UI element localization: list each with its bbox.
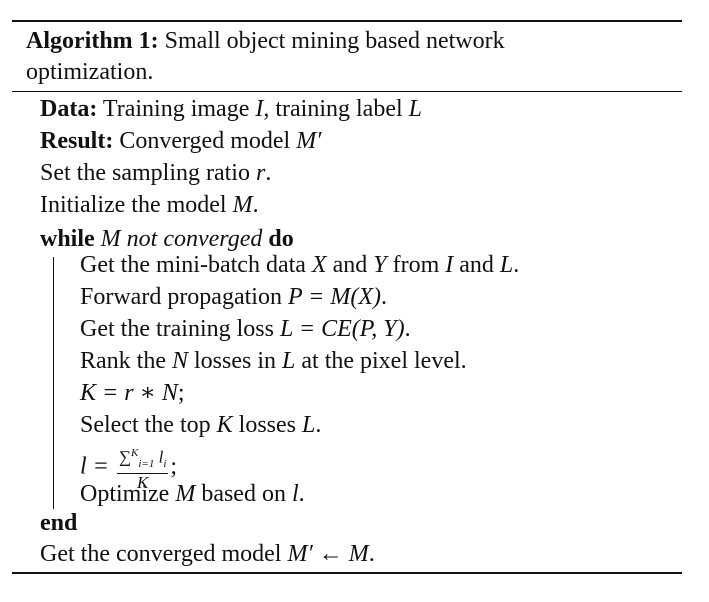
algorithm-caption-line-1: Algorithm 1: Small object mining based n… xyxy=(26,27,666,55)
semicolon: ; xyxy=(170,453,178,480)
while-keyword: while xyxy=(40,226,95,252)
forward-text: Forward propagation xyxy=(80,284,282,310)
forward-line: Forward propagation P = M(X). xyxy=(80,283,387,311)
algorithm-title-cont: optimization. xyxy=(26,59,154,85)
data-line: Data: Training image I, training label L xyxy=(40,95,422,123)
sum-symbol: ∑ xyxy=(118,447,131,467)
math-Y: Y xyxy=(373,252,387,278)
math-M: M xyxy=(232,192,253,218)
fraction: ∑Ki=1 li K xyxy=(116,444,169,493)
period: . xyxy=(368,541,375,567)
math-final-assign: M′ ← M xyxy=(287,541,369,567)
k-assign-line: K = r ∗ N; xyxy=(80,379,185,407)
result-line: Result: Converged model M′ xyxy=(40,127,321,155)
period: . xyxy=(298,481,305,507)
loop-body-bar xyxy=(53,257,54,509)
optimize-text-2: based on xyxy=(201,481,286,507)
data-keyword: Data: xyxy=(40,96,98,122)
loss-line: Get the training loss L = CE(P, Y). xyxy=(80,315,411,343)
end-keyword: end xyxy=(40,510,78,536)
caption-divider xyxy=(12,91,682,92)
math-L: L xyxy=(282,348,296,374)
period: . xyxy=(513,252,520,278)
while-condition: M not converged xyxy=(100,226,263,252)
init-model-text: Initialize the model xyxy=(40,192,227,218)
while-line: while M not converged do xyxy=(40,225,294,253)
final-line: Get the converged model M′ ← M. xyxy=(40,540,375,568)
period: . xyxy=(315,412,322,438)
math-K: K xyxy=(216,412,233,438)
math-M-prime: M′ xyxy=(296,128,322,154)
sum-lower: i=1 xyxy=(138,458,155,471)
rank-text-2: losses in xyxy=(194,348,277,374)
and-text: and xyxy=(459,252,494,278)
do-keyword: do xyxy=(268,226,294,252)
semicolon: ; xyxy=(177,380,185,406)
math-loss-eq: L = CE(P, Y) xyxy=(279,316,405,342)
math-l: l xyxy=(158,447,164,467)
rank-line: Rank the N losses in L at the pixel leve… xyxy=(80,347,467,375)
math-L: L xyxy=(499,252,514,278)
math-M: M xyxy=(175,481,196,507)
mean-loss-line: l = ∑Ki=1 li K ; xyxy=(80,444,177,492)
init-model-line: Initialize the model M. xyxy=(40,191,259,219)
optimize-line: Optimize M based on l. xyxy=(80,480,305,508)
result-text: Converged model xyxy=(119,128,291,154)
bottom-rule xyxy=(12,572,682,574)
math-I: I xyxy=(445,252,454,278)
math-K-eq: K = r ∗ N xyxy=(80,380,178,406)
loss-text: Get the training loss xyxy=(80,316,274,342)
period: . xyxy=(404,316,411,342)
top-rule xyxy=(12,20,682,22)
algorithm-caption-line-2: optimization. xyxy=(26,58,666,86)
rank-text: Rank the xyxy=(80,348,166,374)
result-keyword: Result: xyxy=(40,128,114,154)
algorithm-label: Algorithm 1: xyxy=(26,28,159,54)
data-text: Training image xyxy=(102,96,250,122)
algorithm-title: Small object mining based network xyxy=(164,28,505,54)
math-l: l xyxy=(291,481,299,507)
math-L: L xyxy=(408,96,422,122)
math-N: N xyxy=(171,348,188,374)
period: . xyxy=(252,192,259,218)
and-text: and xyxy=(332,252,368,278)
select-text-2: losses xyxy=(238,412,296,438)
math-l-eq: l = xyxy=(80,453,109,480)
rank-text-3: at the pixel level. xyxy=(301,348,467,374)
end-line: end xyxy=(40,509,77,537)
set-ratio-text: Set the sampling ratio xyxy=(40,160,250,186)
math-X: X xyxy=(311,252,327,278)
set-ratio-line: Set the sampling ratio r. xyxy=(40,159,271,187)
data-text-2: , training label xyxy=(263,96,403,122)
period: . xyxy=(265,160,272,186)
math-forward-eq: P = M(X) xyxy=(287,284,382,310)
fraction-denominator: K xyxy=(136,473,149,493)
select-line: Select the top K losses L. xyxy=(80,411,321,439)
final-text: Get the converged model xyxy=(40,541,282,567)
period: . xyxy=(381,284,388,310)
math-L: L xyxy=(302,412,316,438)
sum-upper: K xyxy=(131,447,139,459)
select-text: Select the top xyxy=(80,412,211,438)
math-r: r xyxy=(255,160,266,186)
minibatch-text: Get the mini-batch data xyxy=(80,252,306,278)
from-text: from xyxy=(392,252,440,278)
math-i: i xyxy=(163,458,167,471)
minibatch-line: Get the mini-batch data X and Y from I a… xyxy=(80,251,519,279)
math-I: I xyxy=(255,96,264,122)
fraction-numerator: ∑Ki=1 li xyxy=(116,444,169,475)
optimize-text: Optimize xyxy=(80,481,170,507)
